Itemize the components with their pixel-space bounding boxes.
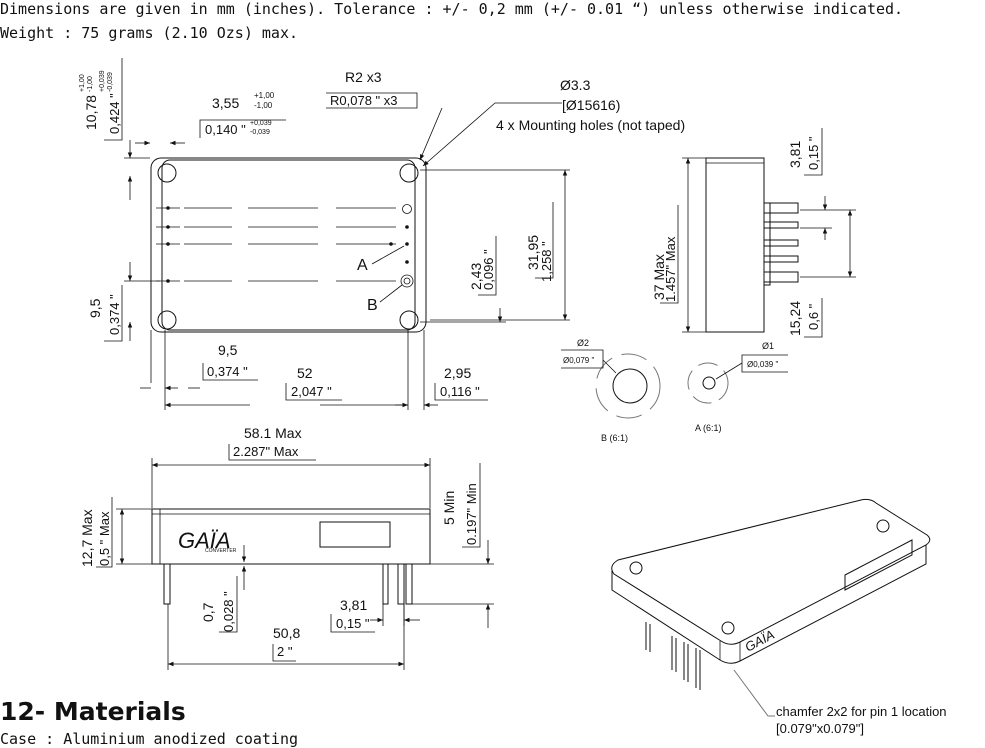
detail-b-dia-in: Ø0,079 " bbox=[563, 356, 594, 365]
tol-minus-0039-v: -0,039 bbox=[107, 72, 114, 92]
top-view: A B R2 x3 R0,078 " x3 Ø3.3 [Ø15616) 4 x … bbox=[79, 58, 685, 410]
detail-b: Ø2 Ø0,079 " B (6:1) bbox=[561, 338, 661, 443]
iso-hole-3 bbox=[721, 621, 735, 635]
dim-381-side: 3,81 bbox=[787, 141, 803, 168]
dim-127: 12,7 Max bbox=[79, 509, 95, 567]
dim-07: 0,7 bbox=[200, 602, 216, 622]
label-a: A bbox=[357, 257, 368, 274]
dim-52: 52 bbox=[297, 365, 313, 381]
radius-label: R2 x3 bbox=[345, 69, 382, 85]
dim-0374-h: 0,374 " bbox=[207, 364, 248, 379]
iso-view: GAÏA chamfer 2x2 for pin 1 location [0.0… bbox=[611, 498, 947, 736]
internal-guides bbox=[184, 207, 396, 282]
radius-inch-label: R0,078 " x3 bbox=[330, 93, 398, 108]
front-body bbox=[151, 508, 431, 565]
side-pins bbox=[763, 202, 799, 286]
dim-0374-v: 0,374 " bbox=[107, 294, 122, 335]
dim-243: 2,43 bbox=[468, 263, 484, 290]
mounting-hole-br bbox=[399, 310, 419, 330]
dim-3195: 31,95 bbox=[525, 235, 541, 270]
iso-top-face bbox=[611, 498, 931, 645]
front-logo: GAÏA bbox=[178, 528, 231, 553]
side-body bbox=[705, 157, 765, 333]
tolerance-note: Dimensions are given in mm (inches). Tol… bbox=[0, 0, 904, 18]
dim-0096: 0,096 " bbox=[481, 249, 496, 290]
section-title: 12- Materials bbox=[0, 697, 186, 726]
tol-minus-1-v: -1,00 bbox=[87, 76, 94, 92]
mounting-holes-note: 4 x Mounting holes (not taped) bbox=[496, 117, 685, 133]
tol-plus-0039: +0,039 bbox=[250, 120, 272, 127]
dim-0028: 0,028 " bbox=[221, 591, 236, 632]
chamfer-note: chamfer 2x2 for pin 1 location bbox=[776, 704, 947, 719]
dim-95-h: 9,5 bbox=[218, 342, 238, 358]
mounting-hole-tl bbox=[157, 163, 177, 183]
detail-b-dia: Ø2 bbox=[577, 338, 589, 348]
tol-plus-0039-v: +0,039 bbox=[99, 70, 106, 92]
tol-minus-1: -1,00 bbox=[254, 101, 273, 110]
case-outline bbox=[150, 157, 427, 333]
hole-diameter-in: [Ø15616) bbox=[562, 97, 620, 113]
dim-295: 2,95 bbox=[444, 365, 471, 381]
detail-a-dia-in: Ø0,039 " bbox=[747, 360, 778, 369]
dim-015-side: 0,15 " bbox=[806, 136, 821, 170]
dim-2287: 2.287" Max bbox=[233, 444, 299, 459]
dim-2in: 2 " bbox=[277, 644, 293, 659]
dim-1457: 1.457" Max bbox=[663, 236, 678, 302]
hole-diameter: Ø3.3 bbox=[560, 77, 591, 93]
front-pins bbox=[163, 563, 413, 605]
dim-2047: 2,047 " bbox=[291, 384, 332, 399]
iso-label-window bbox=[844, 539, 913, 591]
detail-a-dia: Ø1 bbox=[762, 341, 774, 351]
iso-hole-2 bbox=[876, 519, 890, 533]
dim-1524: 15,24 bbox=[787, 301, 803, 336]
dim-95-v: 9,5 bbox=[87, 298, 103, 318]
chamfer-note-in: [0.079"x0.079"] bbox=[776, 721, 864, 736]
pins-right bbox=[389, 204, 414, 288]
front-logo-sub: CONVERTER bbox=[205, 548, 237, 554]
dim-381-front: 3,81 bbox=[340, 597, 367, 613]
tol-plus-1-v: +1,00 bbox=[79, 74, 86, 92]
front-label-window bbox=[319, 521, 391, 548]
dim-0140: 0,140 " bbox=[205, 122, 246, 137]
detail-a: Ø1 Ø0,039 " A (6:1) bbox=[687, 341, 788, 433]
dim-0116: 0,116 " bbox=[440, 384, 480, 399]
pins-left bbox=[156, 206, 180, 283]
dim-1078-group: 10,78 +1,00 -1,00 0,424 " +0,039 -0,039 bbox=[79, 58, 150, 200]
dim-1258: 1,258 " bbox=[539, 241, 554, 282]
detail-b-label: B (6:1) bbox=[601, 433, 628, 443]
tol-minus-0039: -0,039 bbox=[250, 129, 270, 136]
weight-note: Weight : 75 grams (2.10 Ozs) max. bbox=[0, 24, 299, 42]
iso-hole-1 bbox=[629, 561, 643, 575]
mounting-hole-bl bbox=[157, 310, 177, 330]
dim-0424: 0,424 " bbox=[107, 93, 122, 134]
dim-015-front: 0,15 " bbox=[336, 616, 370, 631]
tol-plus-1: +1,00 bbox=[254, 91, 275, 100]
dim-06: 0,6 " bbox=[806, 303, 821, 330]
iso-pins bbox=[645, 622, 701, 690]
side-view: 37 Max 1.457" Max 3,81 0,15 " 15,24 0,6 … bbox=[651, 128, 856, 338]
dim-0197: 0.197" Min bbox=[464, 483, 479, 545]
dim-581: 58.1 Max bbox=[244, 425, 302, 441]
dim-508: 50,8 bbox=[273, 625, 300, 641]
iso-side-faces bbox=[611, 545, 927, 664]
case-inner-outline bbox=[161, 159, 416, 331]
dim-5min: 5 Min bbox=[441, 491, 457, 525]
detail-a-label: A (6:1) bbox=[695, 423, 722, 433]
dim-1078: 10,78 bbox=[83, 95, 99, 130]
mounting-hole-tr bbox=[399, 163, 419, 183]
dim-355: 3,55 bbox=[212, 95, 239, 111]
dim-05: 0,5 " Max bbox=[97, 511, 112, 566]
front-view: GAÏA CONVERTER 58.1 Max 2.287" Max 12,7 … bbox=[79, 425, 494, 670]
dim-37: 37 Max bbox=[651, 254, 667, 300]
label-b: B bbox=[367, 297, 378, 314]
section-subtitle: Case : Aluminium anodized coating bbox=[0, 730, 299, 748]
